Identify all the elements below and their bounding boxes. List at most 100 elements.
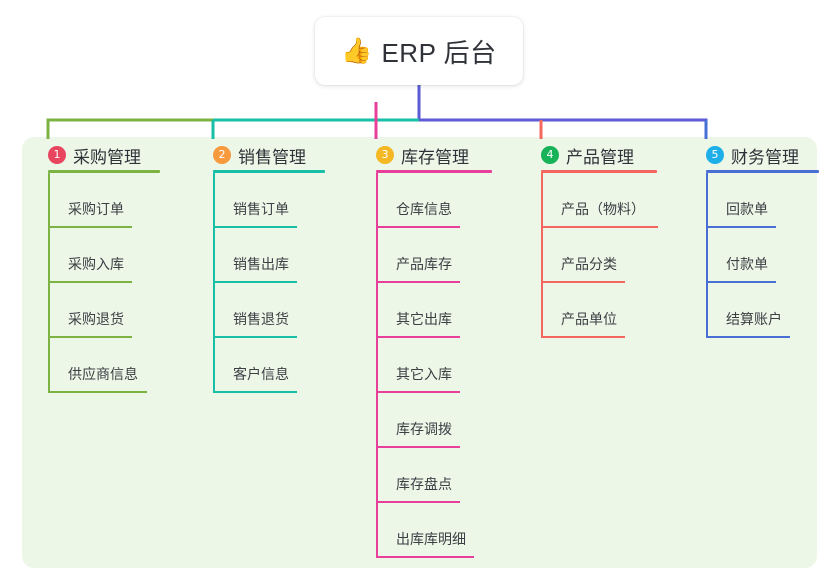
column-rule-1 bbox=[48, 170, 160, 173]
leaf-item[interactable]: 销售出库 bbox=[197, 228, 362, 283]
leaf-item[interactable]: 库存调拨 bbox=[360, 393, 525, 448]
leaf-item-label: 其它入库 bbox=[396, 366, 452, 382]
leaf-item-rule bbox=[376, 446, 460, 448]
leaf-item-label: 采购入库 bbox=[68, 256, 124, 272]
leaf-item[interactable]: 出库库明细 bbox=[360, 503, 525, 558]
leaf-item-label: 付款单 bbox=[726, 256, 768, 272]
leaf-item[interactable]: 仓库信息 bbox=[360, 173, 525, 228]
leaf-item[interactable]: 其它入库 bbox=[360, 338, 525, 393]
leaf-item[interactable]: 销售退货 bbox=[197, 283, 362, 338]
leaf-item-rule bbox=[376, 281, 460, 283]
leaf-item-label: 销售出库 bbox=[233, 256, 289, 272]
leaf-list-2: 销售订单销售出库销售退货客户信息 bbox=[197, 173, 362, 393]
leaf-item[interactable]: 供应商信息 bbox=[32, 338, 197, 393]
column-header-3[interactable]: 3 库存管理 bbox=[360, 137, 525, 173]
leaf-item-label: 销售退货 bbox=[233, 311, 289, 327]
leaf-item-rule bbox=[541, 281, 625, 283]
leaf-item-rule bbox=[376, 391, 460, 393]
leaf-item[interactable]: 采购退货 bbox=[32, 283, 197, 338]
column-spine-1 bbox=[48, 173, 50, 393]
leaf-item-label: 库存盘点 bbox=[396, 476, 452, 492]
leaf-item-rule bbox=[706, 336, 790, 338]
leaf-item-label: 出库库明细 bbox=[396, 531, 466, 547]
leaf-item[interactable]: 产品单位 bbox=[525, 283, 690, 338]
leaf-item-label: 采购退货 bbox=[68, 311, 124, 327]
column-rule-5 bbox=[706, 170, 819, 173]
leaf-item-rule bbox=[48, 336, 132, 338]
column-rule-4 bbox=[541, 170, 657, 173]
column-badge-4: 4 bbox=[541, 146, 559, 164]
column-title-5: 财务管理 bbox=[731, 147, 799, 167]
leaf-item[interactable]: 销售订单 bbox=[197, 173, 362, 228]
leaf-item-rule bbox=[706, 281, 776, 283]
leaf-item-label: 产品（物料） bbox=[561, 201, 645, 217]
leaf-item-rule bbox=[213, 226, 297, 228]
leaf-item-label: 其它出库 bbox=[396, 311, 452, 327]
column-header-1[interactable]: 1 采购管理 bbox=[32, 137, 197, 173]
column-3: 3 库存管理仓库信息产品库存其它出库其它入库库存调拨库存盘点出库库明细 bbox=[360, 137, 525, 558]
leaf-item-label: 销售订单 bbox=[233, 201, 289, 217]
column-title-3: 库存管理 bbox=[401, 147, 469, 167]
leaf-item[interactable]: 回款单 bbox=[690, 173, 839, 228]
leaf-item-label: 产品单位 bbox=[561, 311, 617, 327]
leaf-item-rule bbox=[541, 336, 625, 338]
leaf-list-5: 回款单付款单结算账户 bbox=[690, 173, 839, 338]
leaf-item-rule bbox=[48, 281, 132, 283]
column-rule-3 bbox=[376, 170, 492, 173]
root-title: ERP 后台 bbox=[381, 37, 497, 68]
leaf-item[interactable]: 其它出库 bbox=[360, 283, 525, 338]
leaf-item-rule bbox=[541, 226, 658, 228]
leaf-list-1: 采购订单采购入库采购退货供应商信息 bbox=[32, 173, 197, 393]
leaf-item[interactable]: 产品（物料） bbox=[525, 173, 690, 228]
column-title-1: 采购管理 bbox=[73, 147, 141, 167]
column-spine-5 bbox=[706, 173, 708, 338]
leaf-item-label: 结算账户 bbox=[726, 311, 782, 327]
leaf-item-rule bbox=[376, 501, 460, 503]
leaf-item-label: 产品分类 bbox=[561, 256, 617, 272]
column-rule-2 bbox=[213, 170, 325, 173]
leaf-item-label: 回款单 bbox=[726, 201, 768, 217]
column-badge-1: 1 bbox=[48, 146, 66, 164]
leaf-item-label: 仓库信息 bbox=[396, 201, 452, 217]
leaf-item-rule bbox=[213, 336, 297, 338]
leaf-item[interactable]: 产品库存 bbox=[360, 228, 525, 283]
column-badge-2: 2 bbox=[213, 146, 231, 164]
column-badge-3: 3 bbox=[376, 146, 394, 164]
leaf-item[interactable]: 付款单 bbox=[690, 228, 839, 283]
leaf-item-label: 采购订单 bbox=[68, 201, 124, 217]
column-title-2: 销售管理 bbox=[238, 147, 306, 167]
column-spine-4 bbox=[541, 173, 543, 338]
leaf-item-rule bbox=[213, 391, 297, 393]
leaf-item-rule bbox=[376, 556, 474, 558]
leaf-item[interactable]: 结算账户 bbox=[690, 283, 839, 338]
leaf-item[interactable]: 采购订单 bbox=[32, 173, 197, 228]
leaf-item-label: 产品库存 bbox=[396, 256, 452, 272]
leaf-item-rule bbox=[376, 226, 460, 228]
leaf-item-rule bbox=[213, 281, 297, 283]
column-header-5[interactable]: 5 财务管理 bbox=[690, 137, 839, 173]
leaf-item-label: 库存调拨 bbox=[396, 421, 452, 437]
leaf-item[interactable]: 客户信息 bbox=[197, 338, 362, 393]
thumbs-up-icon: 👍 bbox=[341, 36, 373, 65]
column-2: 2 销售管理销售订单销售出库销售退货客户信息 bbox=[197, 137, 362, 393]
root-node[interactable]: 👍 ERP 后台 bbox=[315, 17, 523, 85]
leaf-list-4: 产品（物料） 产品分类产品单位 bbox=[525, 173, 690, 338]
diagram-panel-background bbox=[22, 137, 817, 568]
leaf-list-3: 仓库信息产品库存其它出库其它入库库存调拨库存盘点出库库明细 bbox=[360, 173, 525, 558]
column-spine-3 bbox=[376, 173, 378, 558]
leaf-item-rule bbox=[706, 226, 776, 228]
column-badge-5: 5 bbox=[706, 146, 724, 164]
leaf-item[interactable]: 采购入库 bbox=[32, 228, 197, 283]
leaf-item-label: 客户信息 bbox=[233, 366, 289, 382]
leaf-item-rule bbox=[48, 391, 147, 393]
leaf-item[interactable]: 产品分类 bbox=[525, 228, 690, 283]
column-5: 5 财务管理回款单付款单结算账户 bbox=[690, 137, 839, 338]
column-header-2[interactable]: 2 销售管理 bbox=[197, 137, 362, 173]
leaf-item-label: 供应商信息 bbox=[68, 366, 138, 382]
leaf-item-rule bbox=[376, 336, 460, 338]
leaf-item[interactable]: 库存盘点 bbox=[360, 448, 525, 503]
column-1: 1 采购管理采购订单采购入库采购退货供应商信息 bbox=[32, 137, 197, 393]
column-spine-2 bbox=[213, 173, 215, 393]
